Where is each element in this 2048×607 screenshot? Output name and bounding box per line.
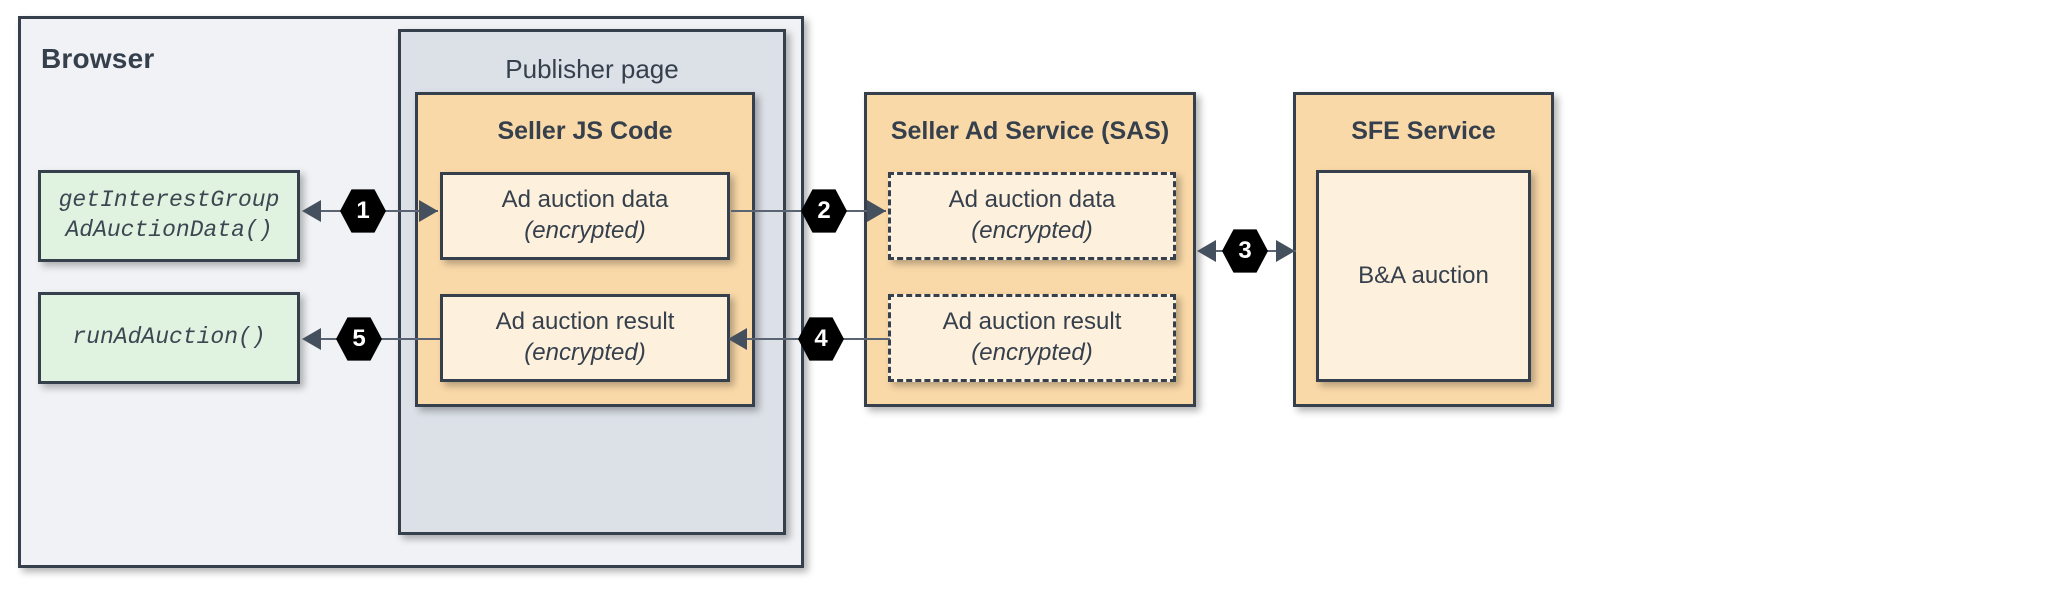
browser-title: Browser	[41, 43, 155, 74]
arrow-step-3-left	[1197, 240, 1216, 262]
seller-js-code-title: Seller JS Code	[497, 117, 673, 145]
step-badge-4-number: 4	[814, 325, 828, 352]
publisher-page-title: Publisher page	[505, 54, 679, 84]
step-badge-5-number: 5	[352, 325, 366, 352]
node-js-ad-auction-data: Ad auction data (encrypted)	[440, 172, 730, 260]
arrow-step-5-left	[302, 328, 321, 350]
step-badge-2-number: 2	[817, 197, 831, 224]
node-js-ad-auction-data-subtitle: (encrypted)	[524, 217, 646, 244]
step-badge-2: 2	[801, 189, 847, 233]
node-js-ad-auction-result-subtitle: (encrypted)	[524, 339, 646, 366]
node-js-ad-auction-data-title: Ad auction data	[501, 186, 669, 214]
node-sas-ad-auction-data-subtitle: (encrypted)	[971, 217, 1093, 244]
node-sas-ad-auction-data: Ad auction data (encrypted)	[888, 172, 1176, 260]
step-badge-1-number: 1	[356, 197, 370, 224]
api-node-get-interest-group-ad-auction-data: getInterestGroup AdAuctionData()	[38, 170, 300, 262]
node-sas-ad-auction-result-subtitle: (encrypted)	[971, 339, 1093, 366]
step-badge-4: 4	[798, 317, 844, 361]
step-badge-3-number: 3	[1238, 237, 1252, 264]
step-badge-3: 3	[1222, 229, 1268, 273]
arrow-step-4-left	[728, 328, 747, 350]
node-js-ad-auction-result-title: Ad auction result	[495, 308, 675, 336]
node-sfe-ba-auction: B&A auction	[1316, 170, 1531, 382]
node-sas-ad-auction-data-title: Ad auction data	[948, 186, 1116, 214]
sfe-service-title: SFE Service	[1351, 117, 1496, 145]
arrow-step-3-right	[1276, 240, 1295, 262]
node-js-ad-auction-result: Ad auction result (encrypted)	[440, 294, 730, 382]
node-sas-ad-auction-result: Ad auction result (encrypted)	[888, 294, 1176, 382]
arrow-step-1-right	[419, 200, 438, 222]
seller-ad-service-title: Seller Ad Service (SAS)	[890, 117, 1170, 145]
arrow-step-2-right	[867, 200, 886, 222]
node-sfe-ba-auction-title: B&A auction	[1358, 261, 1489, 289]
api-node-run-ad-auction: runAdAuction()	[38, 292, 300, 384]
arrow-step-1-left	[302, 200, 321, 222]
node-sas-ad-auction-result-title: Ad auction result	[942, 308, 1122, 336]
